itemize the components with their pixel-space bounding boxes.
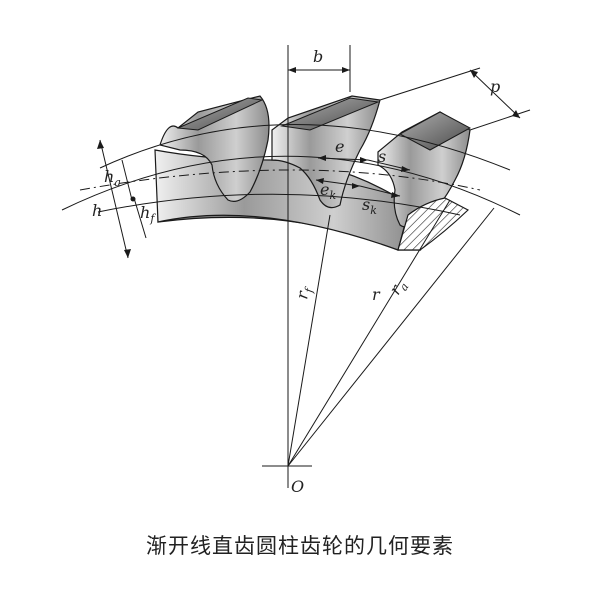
label-s: s: [378, 147, 386, 166]
p-ext-1: [379, 67, 481, 101]
hf-dimension-line: [133, 197, 147, 239]
ha-dimension-line: [121, 159, 133, 201]
label-b: b: [313, 47, 323, 66]
h-dimension-line: [99, 139, 129, 259]
h-arrow-bottom: [124, 249, 131, 258]
pitch-point-left: [130, 196, 136, 202]
radius-line-ra: [287, 207, 495, 467]
e-dimension-line: [317, 157, 369, 161]
label-r: r: [372, 285, 381, 304]
dedendum-circle-arc: [97, 193, 461, 216]
label-e: e: [335, 137, 344, 156]
label-O: O: [291, 477, 304, 496]
p-ext-2: [469, 109, 531, 131]
label-ek: ek: [320, 180, 336, 202]
hatched-section: [397, 197, 470, 251]
figure-caption: 渐开线直齿圆柱齿轮的几何要素: [146, 534, 454, 558]
b-arrow-right: [342, 67, 350, 73]
label-p: p: [490, 77, 500, 96]
label-h: h: [92, 201, 102, 220]
b-arrow-left: [288, 67, 296, 73]
label-sk: sk: [362, 195, 377, 217]
tooth-right-top: [398, 111, 472, 151]
ek-arrow-2: [352, 183, 360, 189]
label-hf: hf: [140, 203, 156, 225]
e-arrow-2: [360, 157, 368, 163]
label-ha: ha: [104, 167, 121, 189]
sk-arrow-2: [391, 192, 400, 198]
p-arrow-1: [470, 70, 478, 78]
radius-line-rf: [287, 214, 331, 467]
tooth-left: [159, 95, 270, 202]
e-arrow-1: [318, 155, 326, 161]
h-arrow-top: [97, 140, 104, 149]
tooth-middle-top: [280, 97, 380, 131]
label-ra: ra: [385, 276, 411, 300]
p-arrow-2: [512, 110, 520, 118]
radius-line-r: [287, 199, 451, 467]
p-dimension-line: [469, 69, 521, 119]
ek-arrow-1: [316, 178, 324, 184]
s-arrow-2: [401, 166, 410, 172]
outer-circle-arc: [99, 124, 511, 171]
label-rf: rf: [292, 284, 316, 301]
addendum-circle-arc: [61, 155, 521, 216]
tooth-left-top: [177, 97, 264, 131]
